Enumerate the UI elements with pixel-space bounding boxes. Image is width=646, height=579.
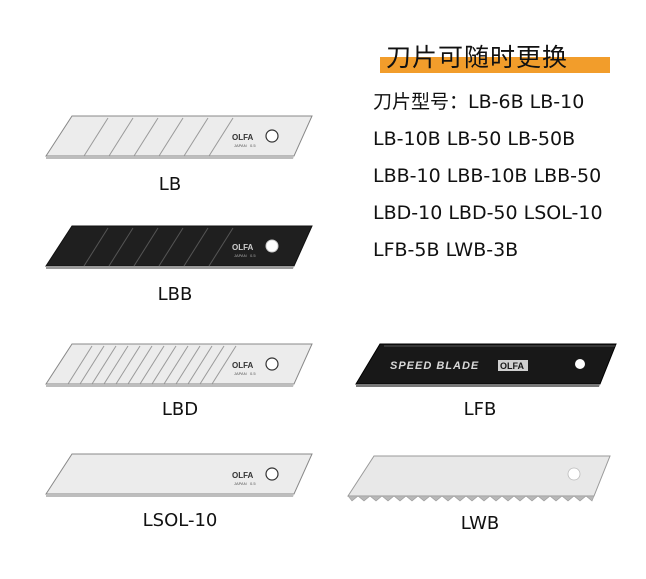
blade-label-lb: LB — [158, 174, 182, 195]
blade-spec: 0.5 — [250, 371, 256, 376]
model-line: LBD-10 LBD-50 LSOL-10 — [373, 202, 603, 224]
blade-lwb-image — [344, 454, 614, 506]
blade-spec: 0.5 — [250, 253, 256, 258]
blade-lb-image: OLFA JAPAN 0.5 — [44, 112, 314, 162]
blade-print: SPEED BLADE — [390, 360, 479, 372]
blade-lbb-image: OLFA JAPAN 0.5 — [44, 222, 314, 272]
blade-brand: OLFA — [232, 361, 254, 370]
blade-lsol-image: OLFA JAPAN 0.5 — [44, 450, 314, 500]
blade-brand: OLFA — [500, 361, 524, 371]
blade-spec: 0.5 — [250, 481, 256, 486]
blade-label-lfb: LFB — [463, 399, 497, 420]
model-line: 刀片型号：LB-6B LB-10 — [373, 91, 585, 113]
blade-origin: JAPAN — [234, 371, 247, 376]
heading-highlight-bar — [380, 57, 610, 73]
model-line: LFB-5B LWB-3B — [373, 239, 519, 261]
model-line: LB-10B LB-50 LB-50B — [373, 128, 576, 150]
blade-lfb-image: SPEED BLADE OLFA — [354, 342, 620, 390]
blade-brand: OLFA — [232, 243, 254, 252]
model-line: LBB-10 LBB-10B LBB-50 — [373, 165, 602, 187]
blade-label-lbb: LBB — [157, 284, 193, 305]
blade-spec: 0.5 — [250, 143, 256, 148]
blade-origin: JAPAN — [234, 253, 247, 258]
blade-lbd-image: OLFA JAPAN 0.5 — [44, 340, 314, 390]
blade-label-lwb: LWB — [460, 513, 500, 534]
blade-brand: OLFA — [232, 133, 254, 142]
blade-label-lbd: LBD — [161, 399, 199, 420]
heading: 刀片可随时更换 — [386, 43, 569, 72]
heading-block: 刀片可随时更换 — [380, 40, 610, 74]
blade-origin: JAPAN — [234, 143, 247, 148]
blade-brand: OLFA — [232, 471, 254, 480]
model-list: 刀片型号：LB-6B LB-10 LB-10B LB-50 LB-50B LBB… — [373, 84, 643, 269]
blade-origin: JAPAN — [234, 481, 247, 486]
blade-label-lsol: LSOL-10 — [142, 510, 218, 531]
